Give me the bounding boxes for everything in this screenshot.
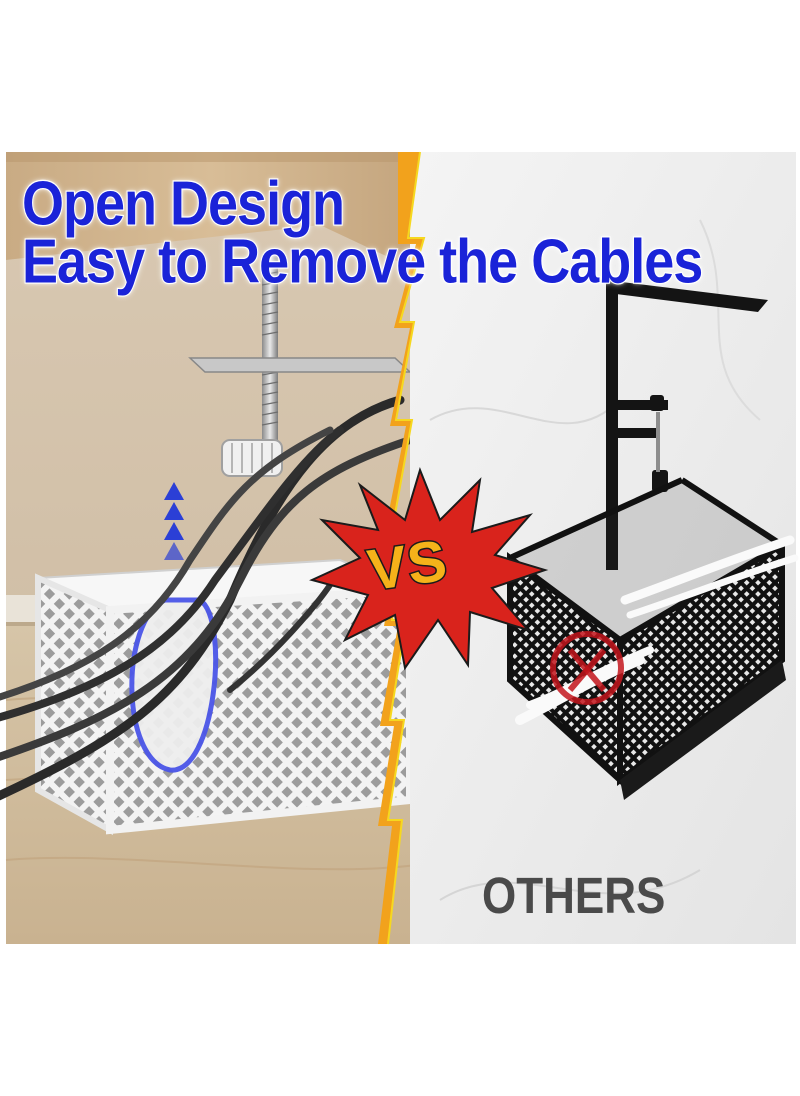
headline-line-1: Open Design xyxy=(21,168,346,239)
others-label: OTHERS xyxy=(482,868,666,925)
up-arrows-icon xyxy=(164,482,184,560)
vs-badge-text: VS xyxy=(362,526,453,604)
desk-top xyxy=(6,152,416,270)
cables xyxy=(0,395,414,801)
clamp-bolt xyxy=(262,255,278,455)
white-cables xyxy=(515,535,799,725)
no-cross-icon xyxy=(550,631,624,705)
black-clamp xyxy=(606,280,768,570)
white-cable-basket xyxy=(35,558,414,836)
clamp-plate xyxy=(188,357,412,373)
vs-burst-icon xyxy=(309,466,549,671)
left-scene xyxy=(0,152,417,944)
black-cable-basket xyxy=(507,477,786,800)
headline-line-2: Easy to Remove the Cables xyxy=(21,226,704,297)
